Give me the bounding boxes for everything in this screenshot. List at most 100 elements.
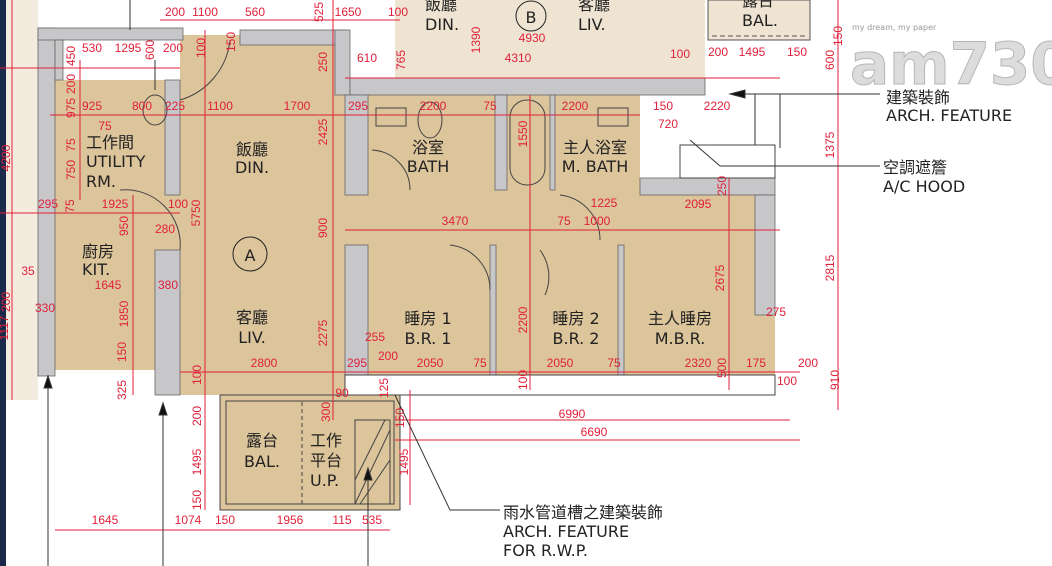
dimension-label: 750: [64, 160, 78, 180]
dimension-label: 200: [708, 45, 728, 59]
dimension-label: 600: [143, 40, 157, 60]
dimension-label: 1225: [591, 196, 618, 210]
dimension-label: 530: [82, 41, 102, 55]
dimension-label: 6990: [559, 407, 586, 421]
room-mbath-zh: 主人浴室: [563, 138, 627, 157]
dimension-label: 150: [215, 513, 235, 527]
dimension-label: 2095: [685, 197, 712, 211]
unit-b-floor: [395, 0, 705, 78]
unit-b-marker: B: [526, 8, 537, 27]
dimension-label: 600: [823, 50, 837, 70]
dimension-label: 500: [715, 358, 729, 378]
dimension-label: 200: [64, 74, 78, 94]
dimension-label: 295: [347, 356, 367, 370]
dimension-label: 4200: [0, 144, 13, 171]
note-ac-hood-en: A/C HOOD: [883, 177, 965, 196]
adjacent-unit-floor: [6, 0, 38, 400]
room-kit-zh: 廚房: [82, 242, 114, 261]
dimension-label: 75: [98, 119, 112, 133]
dimension-label: 610: [357, 51, 377, 65]
dimension-label: 150: [653, 99, 673, 113]
dimension-label: 1295: [115, 41, 142, 55]
dimension-label: 1495: [739, 45, 766, 59]
dimension-label: 1650: [335, 5, 362, 19]
room-mbr-en: M.B.R.: [655, 329, 706, 348]
dimension-label: 200: [163, 41, 183, 55]
dimension-label: 300: [319, 402, 333, 422]
dimension-label: 1495: [190, 448, 204, 475]
dimension-label: 100: [516, 370, 530, 390]
dimension-label: 100: [190, 365, 204, 385]
unit-b-liv-en: LIV.: [578, 15, 606, 34]
room-liv-zh: 客廳: [236, 308, 268, 327]
dimension-label: 150: [190, 490, 204, 510]
note-arch-feature-zh: 建築裝飾: [886, 88, 950, 107]
dimension-label: 6690: [581, 425, 608, 439]
dimension-label: 75: [63, 199, 77, 213]
room-utility-en1: UTILITY: [86, 152, 146, 171]
dimension-label: 75: [557, 214, 571, 228]
dimension-label: 295: [348, 99, 368, 113]
note-rwp-zh: 雨水管道槽之建築裝飾: [503, 503, 663, 522]
room-din-zh: 飯廳: [236, 140, 268, 159]
fixtures-and-doors: [119, 39, 776, 511]
leader-lines: [43, 0, 880, 566]
dimension-label: 280: [155, 222, 175, 236]
dimension-label: 4930: [519, 31, 546, 45]
dimension-label: 1495: [397, 448, 411, 475]
unit-b-din-zh: 飯廳: [425, 0, 457, 14]
dimension-label: 1925: [102, 197, 129, 211]
room-br1-zh: 睡房 1: [404, 309, 451, 328]
room-utility-zh: 工作間: [86, 133, 134, 152]
dimension-label: 2200: [516, 306, 530, 333]
dimension-label: 1850: [117, 300, 131, 327]
dimension-label: 975: [64, 98, 78, 118]
room-liv-en: LIV.: [238, 328, 266, 347]
dimension-label: 200: [798, 356, 818, 370]
dimension-label: 150: [831, 26, 845, 46]
dimension-label: 115: [332, 513, 351, 527]
dimension-label: 150: [393, 408, 407, 428]
dimension-label: 1100: [192, 5, 218, 19]
dimension-label: 2800: [251, 356, 278, 370]
room-up-en: U.P.: [310, 471, 339, 490]
walls: [37, 27, 776, 396]
dimension-label: 2200: [562, 99, 589, 113]
dimension-label: 720: [658, 117, 678, 131]
note-arch-feature-en: ARCH. FEATURE: [886, 106, 1012, 125]
room-br1-en: B.R. 1: [405, 329, 452, 348]
watermark-tagline: my dream, my paper: [852, 23, 937, 32]
room-kit-en: KIT.: [82, 260, 110, 279]
dimension-label: 535: [362, 513, 382, 527]
dimension-label: 1956: [277, 513, 304, 527]
dimension-label: 100: [168, 197, 188, 211]
unit-a-marker: A: [245, 246, 256, 265]
dimension-label: 100: [194, 38, 208, 58]
room-mbath-en: M. BATH: [562, 157, 628, 176]
dimension-label: 255: [365, 330, 385, 344]
dimension-label: 75: [607, 356, 621, 370]
room-up-zh1: 工作: [310, 431, 342, 450]
dimension-label: 200: [0, 292, 13, 312]
dimension-label: 765: [394, 50, 408, 70]
dimension-label: 2675: [713, 264, 727, 291]
dimension-label: 2425: [316, 118, 330, 145]
dimension-label: 325: [115, 380, 129, 400]
room-din-en: DIN.: [235, 158, 269, 177]
dimension-label: 75: [473, 356, 487, 370]
dimension-label: 90: [335, 386, 349, 400]
room-utility-en2: RM.: [86, 172, 116, 191]
dimension-label: 2050: [547, 356, 574, 370]
note-rwp-en1: ARCH. FEATURE: [503, 522, 629, 541]
dimension-label: 380: [158, 278, 178, 292]
note-ac-hood-zh: 空調遮簷: [883, 158, 947, 177]
dimension-label: 1645: [92, 513, 119, 527]
dimension-label: 200: [190, 406, 204, 426]
dimension-label: 100: [388, 5, 408, 19]
left-edge: [0, 0, 6, 566]
dimension-label: 75: [64, 138, 78, 152]
dimension-label: 2320: [685, 356, 712, 370]
unit-b-din-en: DIN.: [425, 15, 459, 34]
